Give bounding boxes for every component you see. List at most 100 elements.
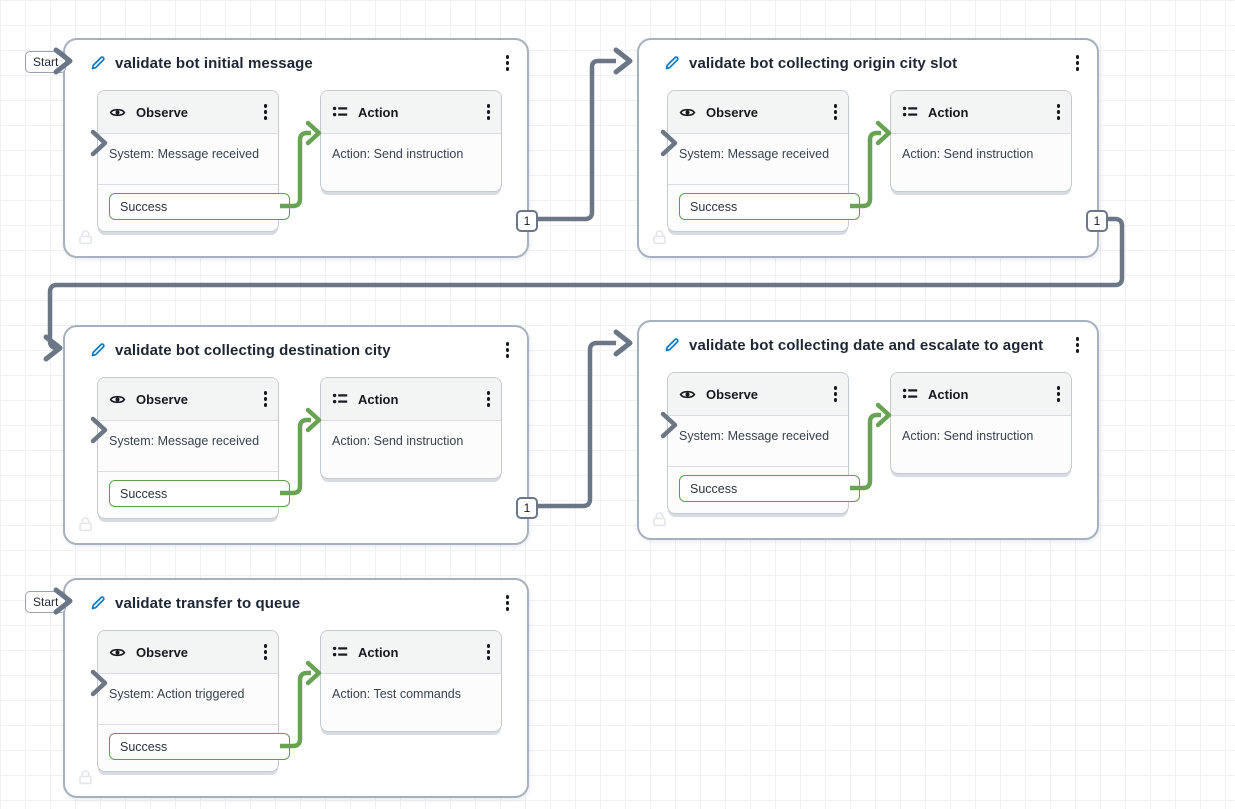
start-badge: Start <box>25 51 67 73</box>
test-block-initial-message[interactable]: Start validate bot initial message Obser… <box>25 38 538 258</box>
observe-card[interactable]: Observe System: Message received Success <box>90 377 290 519</box>
action-menu-kebab-icon[interactable] <box>1052 383 1066 405</box>
divider <box>98 724 278 725</box>
list-icon <box>902 388 918 399</box>
block-title: validate bot collecting date and escalat… <box>689 336 1044 354</box>
input-chevron-icon <box>90 669 108 697</box>
lock-icon <box>653 230 666 245</box>
pencil-edit-icon[interactable] <box>90 595 106 611</box>
action-card[interactable]: Action Action: Send instruction <box>890 372 1072 474</box>
divider <box>98 184 278 185</box>
pencil-edit-icon[interactable] <box>90 55 106 71</box>
observe-menu-kebab-icon[interactable] <box>259 641 273 663</box>
observe-card-header: Observe <box>98 378 278 421</box>
action-label: Action <box>358 644 399 660</box>
connector-line <box>537 58 616 222</box>
test-block-date-escalate[interactable]: validate bot collecting date and escalat… <box>637 320 1099 540</box>
eye-icon <box>109 395 126 403</box>
action-card[interactable]: Action Action: Send instruction <box>320 377 502 479</box>
observe-card-header: Observe <box>668 91 848 134</box>
observe-label: Observe <box>136 644 189 660</box>
input-chevron-icon <box>660 411 678 439</box>
connector-arrow-icon <box>613 47 633 75</box>
observe-card[interactable]: Observe System: Action triggered Success <box>90 630 290 772</box>
list-icon <box>902 106 918 117</box>
lock-icon <box>653 512 666 527</box>
test-block-origin-city[interactable]: validate bot collecting origin city slot… <box>637 38 1108 258</box>
observe-condition-text: System: Message received <box>679 429 830 443</box>
block-menu-kebab-icon[interactable] <box>1070 333 1086 357</box>
lock-icon <box>79 230 92 245</box>
block-header: validate bot initial message <box>65 40 527 86</box>
lock-icon <box>79 770 92 785</box>
action-label: Action <box>928 386 969 402</box>
action-label: Action <box>358 391 399 407</box>
action-label: Action <box>928 104 969 120</box>
eye-icon <box>109 108 126 116</box>
observe-label: Observe <box>136 391 189 407</box>
output-port-badge[interactable]: 1 <box>516 497 538 519</box>
action-text: Action: Send instruction <box>332 434 464 448</box>
action-card[interactable]: Action Action: Send instruction <box>890 90 1072 192</box>
observe-label: Observe <box>136 104 189 120</box>
lock-icon <box>79 517 92 532</box>
input-chevron-icon <box>660 129 678 157</box>
block-header: validate bot collecting destination city <box>65 327 527 373</box>
action-menu-kebab-icon[interactable] <box>1052 101 1066 123</box>
action-card[interactable]: Action Action: Send instruction <box>320 90 502 192</box>
observe-label: Observe <box>706 104 759 120</box>
observe-card[interactable]: Observe System: Message received Success <box>660 90 860 232</box>
observe-condition-text: System: Action triggered <box>109 687 245 701</box>
action-card-header: Action <box>891 373 1071 416</box>
test-block-destination-city[interactable]: validate bot collecting destination city… <box>63 325 538 545</box>
block-title: validate transfer to queue <box>115 594 301 612</box>
block-menu-kebab-icon[interactable] <box>500 591 516 615</box>
start-badge: Start <box>25 591 67 613</box>
block-header: validate bot collecting origin city slot <box>639 40 1097 86</box>
observe-condition-text: System: Message received <box>679 147 830 161</box>
divider <box>668 184 848 185</box>
block-menu-kebab-icon[interactable] <box>500 51 516 75</box>
block-menu-kebab-icon[interactable] <box>500 338 516 362</box>
action-card[interactable]: Action Action: Test commands <box>320 630 502 732</box>
action-text: Action: Send instruction <box>902 147 1034 161</box>
block-title: validate bot initial message <box>115 54 313 72</box>
action-menu-kebab-icon[interactable] <box>482 388 496 410</box>
observe-condition-text: System: Message received <box>109 147 260 161</box>
success-port[interactable]: Success <box>109 733 290 760</box>
block-menu-kebab-icon[interactable] <box>1070 51 1086 75</box>
input-chevron-icon <box>90 416 108 444</box>
success-port[interactable]: Success <box>679 193 860 220</box>
observe-menu-kebab-icon[interactable] <box>259 388 273 410</box>
success-port[interactable]: Success <box>109 480 290 507</box>
input-chevron-icon <box>90 129 108 157</box>
pencil-edit-icon[interactable] <box>90 342 106 358</box>
pencil-edit-icon[interactable] <box>664 337 680 353</box>
action-card-header: Action <box>321 631 501 674</box>
action-menu-kebab-icon[interactable] <box>482 641 496 663</box>
action-text: Action: Send instruction <box>332 147 464 161</box>
action-card-header: Action <box>321 91 501 134</box>
output-port-badge[interactable]: 1 <box>1086 210 1108 232</box>
test-block-transfer-queue[interactable]: Start validate transfer to queue Observe… <box>25 578 529 798</box>
observe-card[interactable]: Observe System: Message received Success <box>90 90 290 232</box>
eye-icon <box>679 108 696 116</box>
action-menu-kebab-icon[interactable] <box>482 101 496 123</box>
observe-card-header: Observe <box>98 91 278 134</box>
observe-menu-kebab-icon[interactable] <box>829 101 843 123</box>
observe-card[interactable]: Observe System: Message received Success <box>660 372 860 514</box>
observe-label: Observe <box>706 386 759 402</box>
block-header: validate bot collecting date and escalat… <box>639 322 1097 368</box>
pencil-edit-icon[interactable] <box>664 55 680 71</box>
observe-menu-kebab-icon[interactable] <box>259 101 273 123</box>
success-port[interactable]: Success <box>109 193 290 220</box>
action-text: Action: Send instruction <box>902 429 1034 443</box>
observe-card-header: Observe <box>668 373 848 416</box>
connector-arrow-icon <box>613 329 633 357</box>
observe-menu-kebab-icon[interactable] <box>829 383 843 405</box>
list-icon <box>332 106 348 117</box>
observe-card-header: Observe <box>98 631 278 674</box>
success-port[interactable]: Success <box>679 475 860 502</box>
output-port-badge[interactable]: 1 <box>516 210 538 232</box>
